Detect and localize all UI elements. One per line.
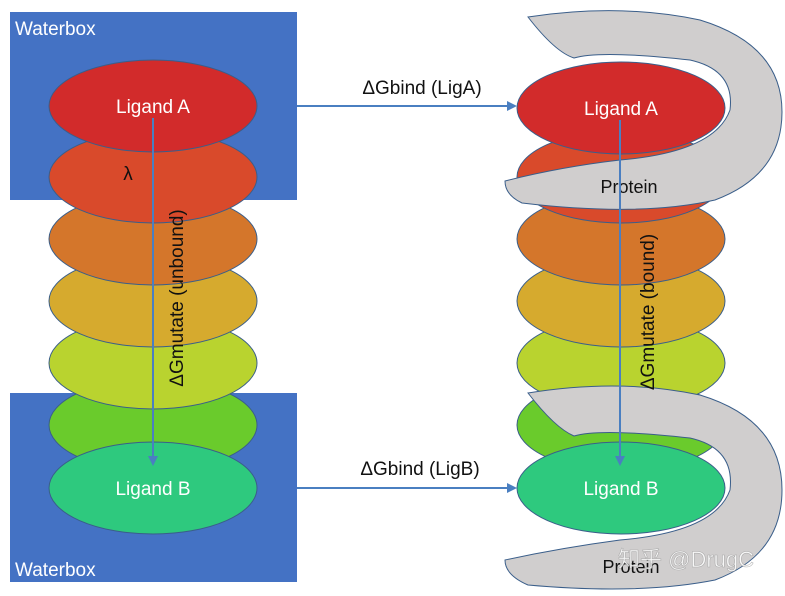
right-ligand-a-label: Ligand A (584, 99, 658, 120)
protein-top-label: Protein (600, 177, 657, 197)
protein-bottom-shape (504, 385, 783, 590)
right-ligand-b-label: Ligand B (583, 479, 658, 500)
lambda-label: λ (123, 164, 133, 185)
waterbox-top-label: Waterbox (15, 19, 96, 40)
bind-a-label: ΔGbind (LigA) (362, 78, 481, 99)
left-ligand-b-label: Ligand B (115, 479, 190, 500)
watermark: 知乎 @DrugC (618, 547, 754, 572)
left-ligand-a-label: Ligand A (116, 97, 190, 118)
protein-top-shape (504, 10, 783, 210)
protein-bottom-label: Protein (602, 557, 659, 577)
left-mutate-label: ΔGmutate (unbound) (167, 209, 188, 386)
right-mutate-label: ΔGmutate (bound) (638, 234, 659, 390)
bind-b-label: ΔGbind (LigB) (360, 459, 479, 480)
waterbox-bottom-label: Waterbox (15, 560, 96, 581)
